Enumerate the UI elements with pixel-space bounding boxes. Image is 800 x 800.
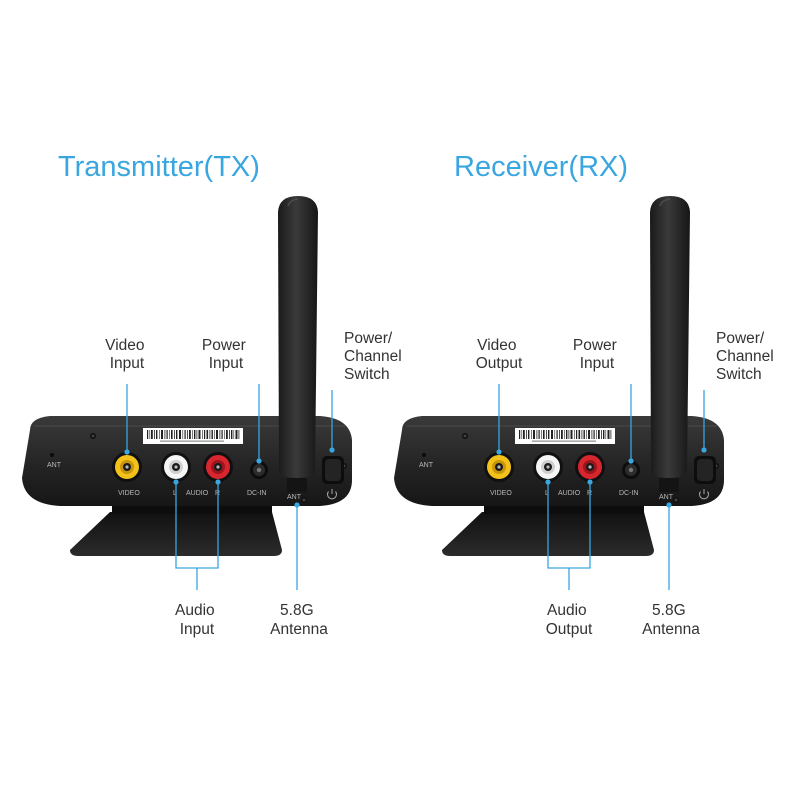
rx-dcin-label: DC-IN	[619, 490, 638, 497]
tx-callout-audio: Audio Input	[175, 602, 219, 638]
rx-callout-power: Power Input	[573, 337, 621, 372]
rx-ant-top-label: ANT	[419, 462, 434, 469]
rx-callout-antenna: 5.8G Antenna	[642, 602, 700, 638]
rx-callout-lines	[496, 384, 707, 590]
rx-l-label: L	[545, 490, 549, 497]
tx-ant-top-label: ANT	[47, 462, 62, 469]
tx-device	[21, 195, 353, 557]
tx-ant-bottom-label: ANT	[287, 494, 302, 501]
rx-device	[393, 195, 725, 557]
tx-callout-video: Video Input	[105, 337, 149, 372]
rx-callout-audio: Audio Output	[546, 602, 593, 638]
tx-callout-switch: Power/ Channel Switch	[344, 330, 406, 383]
tx-callout-power: Power Input	[202, 337, 250, 372]
tx-callout-lines	[124, 384, 335, 590]
rx-video-label: VIDEO	[490, 490, 512, 497]
tx-dcin-label: DC-IN	[247, 490, 266, 497]
tx-title: Transmitter(TX)	[58, 151, 260, 183]
rx-audio-label: AUDIO	[558, 490, 581, 497]
tx-l-label: L	[173, 490, 177, 497]
tx-video-label: VIDEO	[118, 490, 140, 497]
tx-callout-antenna: 5.8G Antenna	[270, 602, 328, 638]
rx-ant-bottom-label: ANT	[659, 494, 674, 501]
rx-callout-switch: Power/ Channel Switch	[716, 330, 778, 383]
rx-callout-video: Video Output	[476, 337, 523, 372]
rx-title: Receiver(RX)	[454, 151, 628, 183]
tx-audio-label: AUDIO	[186, 490, 209, 497]
